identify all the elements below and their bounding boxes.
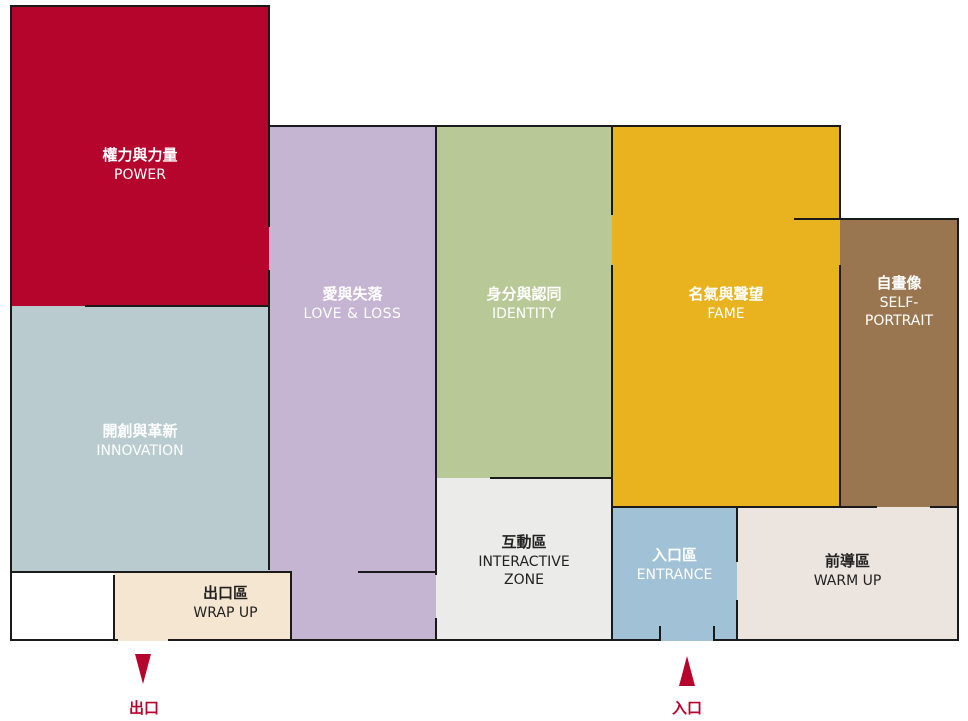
wall bbox=[839, 125, 841, 219]
wall bbox=[490, 477, 612, 479]
label-love: 愛與失落 LOVE & LOSS bbox=[269, 285, 436, 323]
exit-label: 出口 bbox=[128, 699, 159, 717]
wall bbox=[611, 125, 613, 215]
wall bbox=[736, 600, 738, 641]
power-title-en: POWER bbox=[114, 166, 166, 183]
entry-label: 入口 bbox=[671, 699, 702, 717]
label-warmup: 前導區 WARM UP bbox=[737, 552, 958, 590]
wall bbox=[113, 575, 115, 641]
down-arrow-icon bbox=[135, 654, 151, 684]
innovation-title-en: INNOVATION bbox=[96, 442, 184, 459]
wall bbox=[268, 270, 270, 570]
warmup-title-en: WARM UP bbox=[813, 572, 882, 589]
room-wrapup[interactable] bbox=[114, 572, 291, 640]
wall bbox=[794, 218, 959, 220]
label-identity: 身分與認同 IDENTITY bbox=[436, 285, 612, 323]
up-arrow-icon bbox=[679, 656, 695, 686]
room-warmup[interactable] bbox=[737, 507, 958, 640]
label-power: 權力與力量 POWER bbox=[11, 146, 269, 184]
wrapup-title-en: WRAP UP bbox=[193, 604, 258, 621]
wall bbox=[930, 506, 959, 508]
room-identity[interactable] bbox=[436, 126, 612, 478]
interactive-title-en-1: INTERACTIVE bbox=[478, 553, 570, 570]
fame-title-en: FAME bbox=[707, 305, 745, 322]
label-entrance: 入口區 ENTRANCE bbox=[612, 546, 737, 584]
wall bbox=[435, 618, 437, 641]
self-title-en-1: SELF- bbox=[879, 294, 919, 311]
wall bbox=[659, 626, 661, 641]
label-wrapup: 出口區 WRAP UP bbox=[160, 584, 291, 622]
room-love[interactable] bbox=[269, 126, 436, 640]
interactive-title-en-2: ZONE bbox=[504, 572, 544, 589]
power-title-zh: 權力與力量 bbox=[102, 146, 178, 164]
room-power[interactable] bbox=[11, 6, 269, 306]
love-title-en: LOVE & LOSS bbox=[303, 305, 402, 322]
label-self-portrait: 自畫像 SELF- PORTRAIT bbox=[840, 274, 958, 331]
wall bbox=[290, 571, 292, 641]
label-interactive: 互動區 INTERACTIVE ZONE bbox=[436, 533, 612, 590]
warmup-title-zh: 前導區 bbox=[824, 552, 870, 570]
wall bbox=[10, 5, 12, 641]
identity-title-en: IDENTITY bbox=[491, 305, 556, 322]
fame-title-zh: 名氣與聲望 bbox=[688, 285, 764, 303]
entrance-title-en: ENTRANCE bbox=[636, 566, 713, 583]
love-title-zh: 愛與失落 bbox=[322, 285, 383, 303]
wall bbox=[268, 125, 841, 127]
label-innovation: 開創與革新 INNOVATION bbox=[11, 422, 269, 460]
label-fame: 名氣與聲望 FAME bbox=[612, 285, 840, 323]
self-title-en-2: PORTRAIT bbox=[864, 313, 934, 330]
room-entrance[interactable] bbox=[612, 507, 737, 640]
wall bbox=[612, 506, 877, 508]
wall bbox=[839, 265, 841, 508]
room-fame[interactable] bbox=[612, 126, 840, 507]
entrance-title-zh: 入口區 bbox=[651, 546, 697, 564]
wall bbox=[10, 571, 292, 573]
wall bbox=[736, 507, 738, 562]
exit-door-gap bbox=[118, 639, 168, 641]
wall bbox=[10, 5, 270, 7]
identity-title-zh: 身分與認同 bbox=[486, 285, 562, 303]
wall bbox=[358, 571, 436, 573]
entry-door-gap bbox=[661, 639, 713, 641]
wall bbox=[85, 305, 269, 307]
interactive-title-zh: 互動區 bbox=[501, 533, 547, 551]
room-interactive[interactable] bbox=[436, 478, 612, 640]
self-title-zh: 自畫像 bbox=[876, 274, 922, 292]
wall bbox=[957, 218, 959, 641]
wrapup-title-zh: 出口區 bbox=[202, 584, 248, 602]
wall bbox=[713, 626, 715, 641]
wall bbox=[10, 639, 959, 641]
room-self-portrait[interactable] bbox=[840, 219, 958, 507]
wall bbox=[435, 125, 437, 575]
room-innovation[interactable] bbox=[11, 306, 269, 572]
innovation-title-zh: 開創與革新 bbox=[102, 422, 178, 440]
wall bbox=[611, 265, 613, 641]
wall bbox=[268, 5, 270, 227]
